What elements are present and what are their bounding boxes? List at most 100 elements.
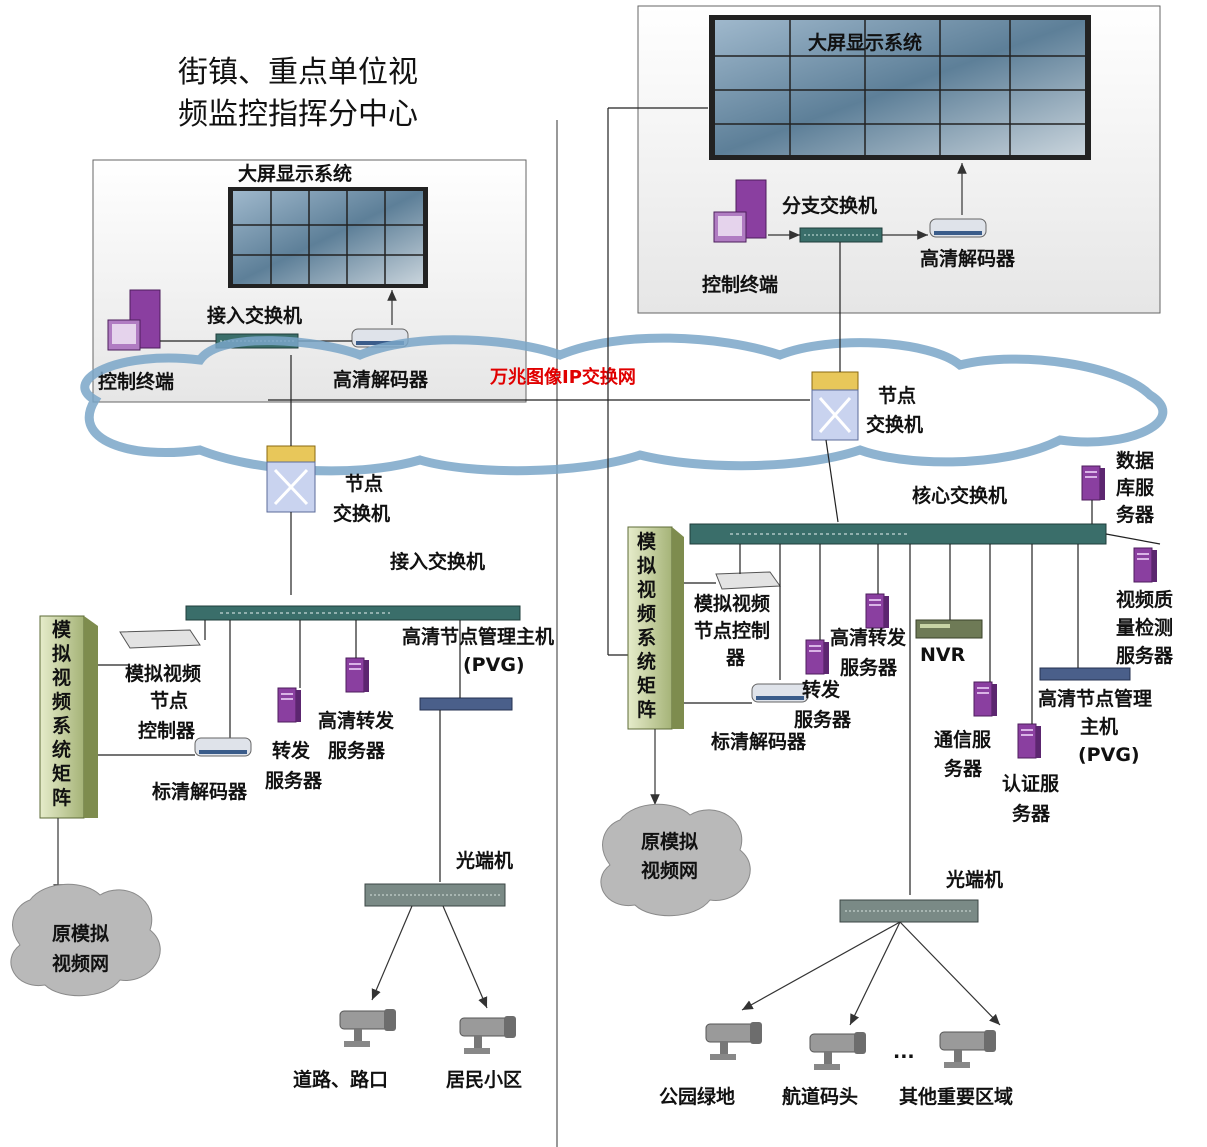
left-access-switch-top-label: 接入交换机 [207, 304, 302, 327]
right-core-switch-label: 核心交换机 [912, 484, 1007, 507]
left-matrix-1: 模 [52, 618, 72, 641]
right-camera-harbor-label: 航道码头 [782, 1085, 858, 1108]
right-camera-ellipsis: ... [893, 1041, 915, 1063]
right-hd-decoder-label: 高清解码器 [920, 247, 1016, 270]
right-auth-server-icon [1017, 723, 1042, 759]
right-camera-other-label: 其他重要区域 [899, 1085, 1013, 1108]
left-analog-controller-2: 节点 [150, 690, 188, 712]
left-matrix-5: 系 [52, 715, 71, 737]
right-pvg-label-1: 高清节点管理 [1038, 687, 1152, 710]
right-comm-server-1: 通信服 [934, 728, 992, 751]
right-node-switch-label-1: 节点 [878, 385, 916, 407]
right-sd-decoder-label: 标清解码器 [711, 730, 807, 753]
right-forward-label-1: 转发 [802, 678, 841, 701]
left-analog-net-cloud [10, 883, 161, 997]
left-analog-net-2: 视频网 [52, 952, 109, 975]
left-analog-controller-1: 模拟视频 [125, 662, 201, 685]
right-hd-forward-server-icon [865, 593, 890, 629]
right-matrix-1: 模 [637, 530, 657, 553]
right-matrix-icon [627, 526, 684, 730]
left-hd-decoder-label: 高清解码器 [333, 368, 429, 391]
right-nvr-icon [915, 619, 983, 639]
right-db-server-icon [1081, 465, 1106, 501]
left-sd-decoder-label: 标清解码器 [152, 780, 248, 803]
left-camera-residential-label: 居民小区 [446, 1069, 522, 1091]
left-node-switch-label-2: 交换机 [333, 502, 390, 525]
right-optical-icon [839, 899, 979, 923]
right-hd-forward-label-2: 服务器 [840, 656, 898, 679]
ip-network-cloud [80, 333, 1168, 476]
left-forward-server-icon [277, 687, 302, 723]
left-forward-label-1: 转发 [272, 739, 311, 762]
right-camera-other-icon [939, 1029, 997, 1069]
left-display-title: 大屏显示系统 [238, 162, 352, 185]
right-branch-switch-icon [799, 227, 883, 243]
right-hd-decoder-icon [929, 218, 987, 238]
right-matrix-6: 统 [637, 650, 656, 673]
left-hd-forward-server-icon [345, 657, 370, 693]
right-pvg-label-3: (PVG) [1078, 744, 1140, 766]
right-matrix-3: 视 [637, 578, 656, 601]
right-branch-switch-label: 分支交换机 [782, 194, 877, 217]
right-pvg-icon [1039, 667, 1131, 681]
right-pvg-label-2: 主机 [1080, 716, 1118, 738]
right-matrix-2: 拟 [637, 555, 656, 577]
right-quality-server-icon [1133, 547, 1158, 583]
title-line1: 街镇、重点单位视 [178, 55, 418, 90]
left-pvg-label-2: (PVG) [463, 654, 525, 676]
right-display-title: 大屏显示系统 [808, 31, 922, 54]
right-sd-decoder-icon [751, 683, 809, 703]
right-quality-server-2: 量检测 [1116, 616, 1173, 639]
left-hd-forward-label-1: 高清转发 [318, 709, 395, 732]
right-comm-server-icon [973, 681, 998, 717]
left-optical-label: 光端机 [455, 849, 513, 872]
left-matrix-icon [39, 615, 98, 819]
left-matrix-7: 矩 [52, 763, 71, 785]
right-comm-server-2: 务器 [944, 757, 983, 780]
right-camera-harbor-icon [809, 1031, 867, 1071]
left-access-switch-label: 接入交换机 [390, 550, 485, 573]
right-camera-park-label: 公园绿地 [659, 1085, 735, 1108]
left-camera-residential-icon [459, 1015, 517, 1055]
right-hd-forward-label-1: 高清转发 [830, 626, 907, 649]
right-analog-net-2: 视频网 [641, 859, 698, 882]
left-camera-road-label: 道路、路口 [293, 1068, 388, 1091]
left-control-terminal-icon [107, 289, 161, 351]
left-matrix-6: 统 [52, 738, 71, 761]
right-analog-net-cloud [600, 803, 751, 917]
left-node-switch-label-1: 节点 [345, 473, 383, 495]
right-matrix-5: 系 [637, 627, 656, 649]
right-analog-controller-3: 器 [725, 647, 746, 669]
left-matrix-8: 阵 [52, 786, 71, 809]
left-analog-net-1: 原模拟 [52, 922, 109, 945]
left-matrix-3: 视 [52, 666, 71, 689]
right-node-switch-icon [811, 371, 859, 441]
left-analog-controller-3: 控制器 [138, 719, 196, 742]
left-optical-icon [364, 883, 506, 907]
right-core-switch-icon [689, 523, 1107, 545]
left-access-switch-icon [185, 605, 521, 621]
right-control-terminal-label: 控制终端 [702, 273, 778, 296]
right-db-server-2: 库服 [1116, 476, 1155, 499]
right-matrix-7: 矩 [637, 675, 656, 697]
right-analog-net-1: 原模拟 [641, 830, 698, 853]
right-db-server-3: 务器 [1116, 503, 1155, 526]
left-pvg-label-1: 高清节点管理主机 [402, 625, 554, 648]
right-control-terminal-icon [713, 179, 767, 243]
right-node-switch-label-2: 交换机 [866, 413, 923, 436]
right-db-server-1: 数据 [1116, 449, 1154, 472]
right-camera-park-icon [705, 1021, 763, 1061]
right-quality-server-1: 视频质 [1116, 588, 1173, 611]
right-analog-controller-icon [715, 571, 781, 590]
title-line2: 频监控指挥分中心 [178, 97, 418, 132]
left-camera-road-icon [339, 1008, 397, 1048]
left-matrix-2: 拟 [52, 643, 71, 665]
right-forward-server-icon [805, 639, 830, 675]
right-optical-label: 光端机 [945, 868, 1003, 891]
left-matrix-4: 频 [52, 690, 71, 713]
left-sd-decoder-icon [194, 737, 252, 757]
right-nvr-label: NVR [920, 644, 966, 666]
left-pvg-icon [419, 697, 513, 711]
right-analog-controller-2: 节点控制 [694, 619, 770, 642]
right-matrix-4: 频 [637, 602, 656, 625]
